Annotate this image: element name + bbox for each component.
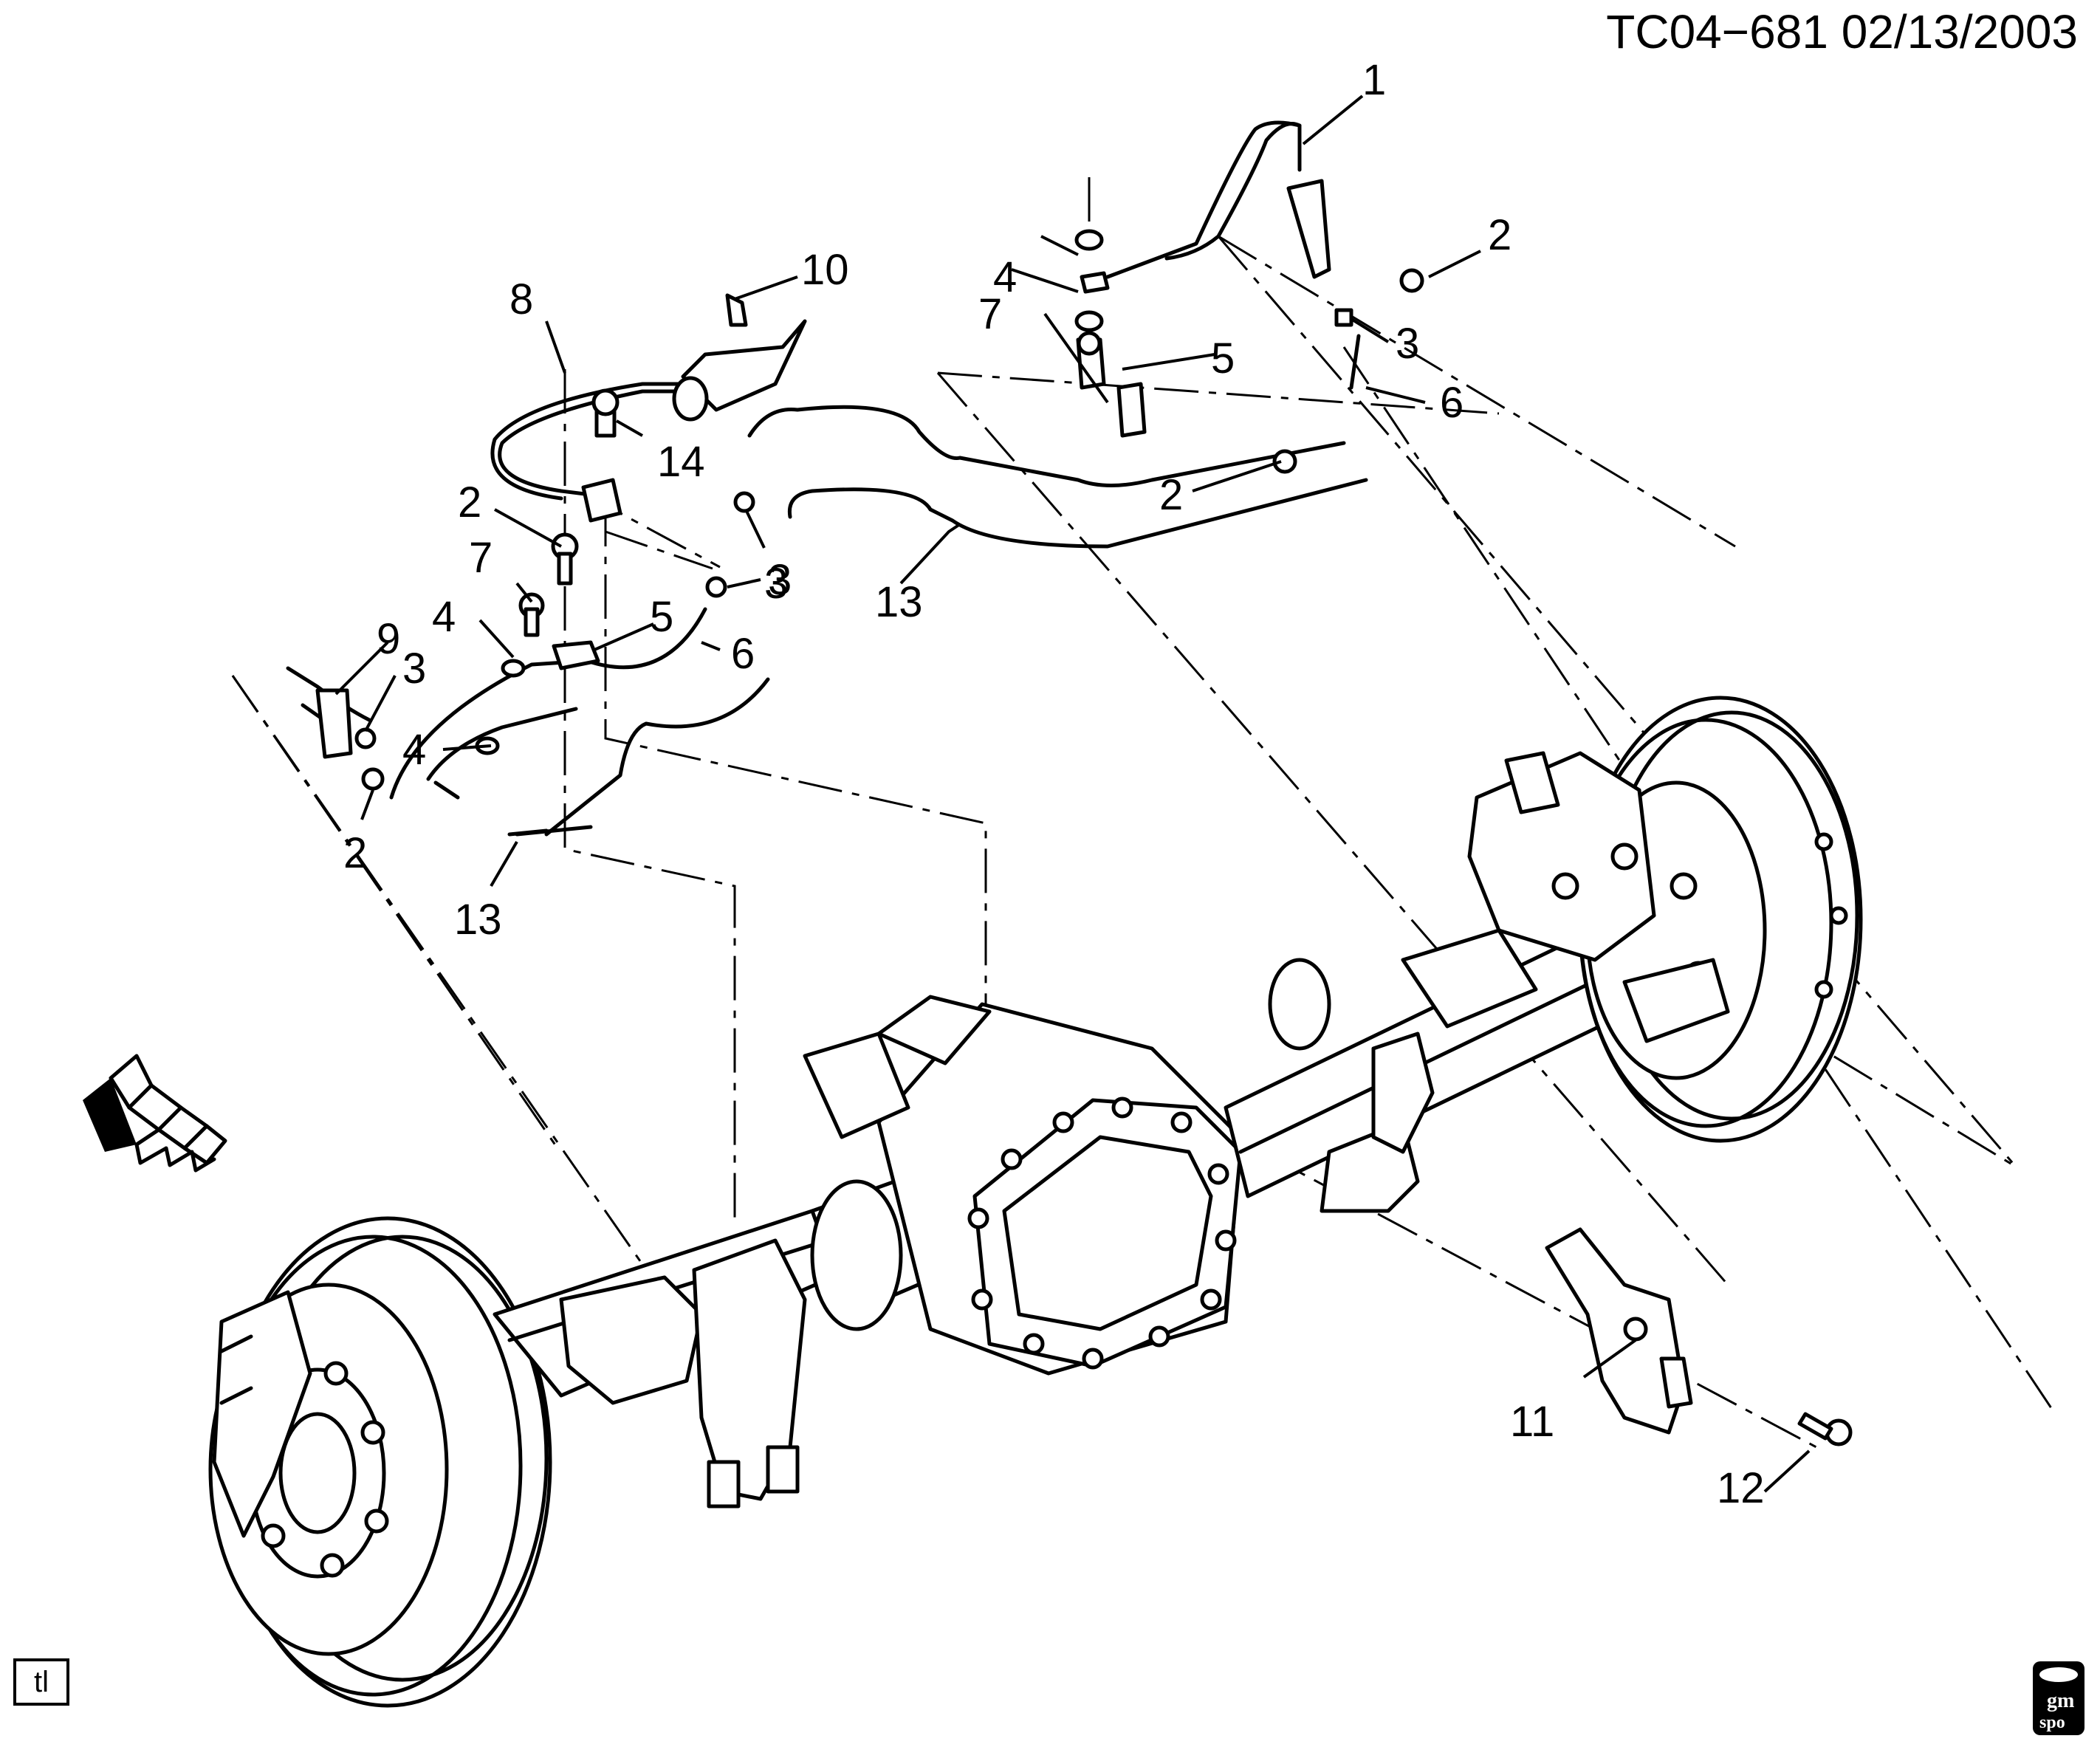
view-tag: tl xyxy=(13,1658,69,1706)
left-spring-perch xyxy=(559,1275,704,1405)
callout-7: 7 xyxy=(978,290,1002,338)
rear-axle-assembly xyxy=(208,696,1863,1708)
leader-lines xyxy=(334,95,1811,1493)
callout-13: 13 xyxy=(454,896,502,944)
callout-3: 3 xyxy=(1396,320,1419,368)
callout-11: 11 xyxy=(1510,1398,1554,1446)
callout-3: 3 xyxy=(764,560,788,608)
differential-housing xyxy=(803,995,1243,1376)
callout-13: 13 xyxy=(875,578,923,626)
diagram-code: TC04−681 02/13/2003 xyxy=(1606,5,2078,58)
callout-14: 14 xyxy=(657,438,705,486)
callout-5: 5 xyxy=(1211,334,1235,382)
callout-8: 8 xyxy=(509,275,533,323)
callout-4: 4 xyxy=(402,726,426,774)
right-brake-rotor xyxy=(1467,696,1863,1143)
left-brake-rotor xyxy=(208,1216,552,1708)
callout-6: 6 xyxy=(1440,379,1464,427)
callouts: 1 2 3 6 5 7 4 2 10 8 14 2 3 3 13 7 4 5 6… xyxy=(343,56,1765,1512)
callout-9: 9 xyxy=(377,615,400,663)
callout-2: 2 xyxy=(458,478,481,526)
bracket-11 xyxy=(1545,1227,1686,1435)
callout-4: 4 xyxy=(993,253,1017,301)
callout-2: 2 xyxy=(1159,471,1183,519)
callout-3: 3 xyxy=(402,645,426,693)
hardware xyxy=(315,179,1853,1446)
callout-12: 12 xyxy=(1717,1464,1765,1512)
logo-text-spo: spo xyxy=(2039,1713,2065,1732)
callout-10: 10 xyxy=(801,246,849,294)
callout-4: 4 xyxy=(432,593,456,641)
gm-spo-logo-icon: gm spo xyxy=(2033,1661,2084,1735)
callout-2: 2 xyxy=(343,829,367,877)
callout-1: 1 xyxy=(1362,56,1386,104)
logo-text-gm: gm xyxy=(2047,1689,2074,1712)
callout-6: 6 xyxy=(731,630,755,678)
callout-7: 7 xyxy=(469,534,493,582)
callout-5: 5 xyxy=(650,593,673,641)
callout-2: 2 xyxy=(1488,211,1511,259)
front-direction-arrow-icon xyxy=(83,1054,227,1173)
alignment-lines xyxy=(231,177,2054,1449)
brake-lines xyxy=(286,120,1368,837)
callout-3: 3 xyxy=(768,556,792,604)
